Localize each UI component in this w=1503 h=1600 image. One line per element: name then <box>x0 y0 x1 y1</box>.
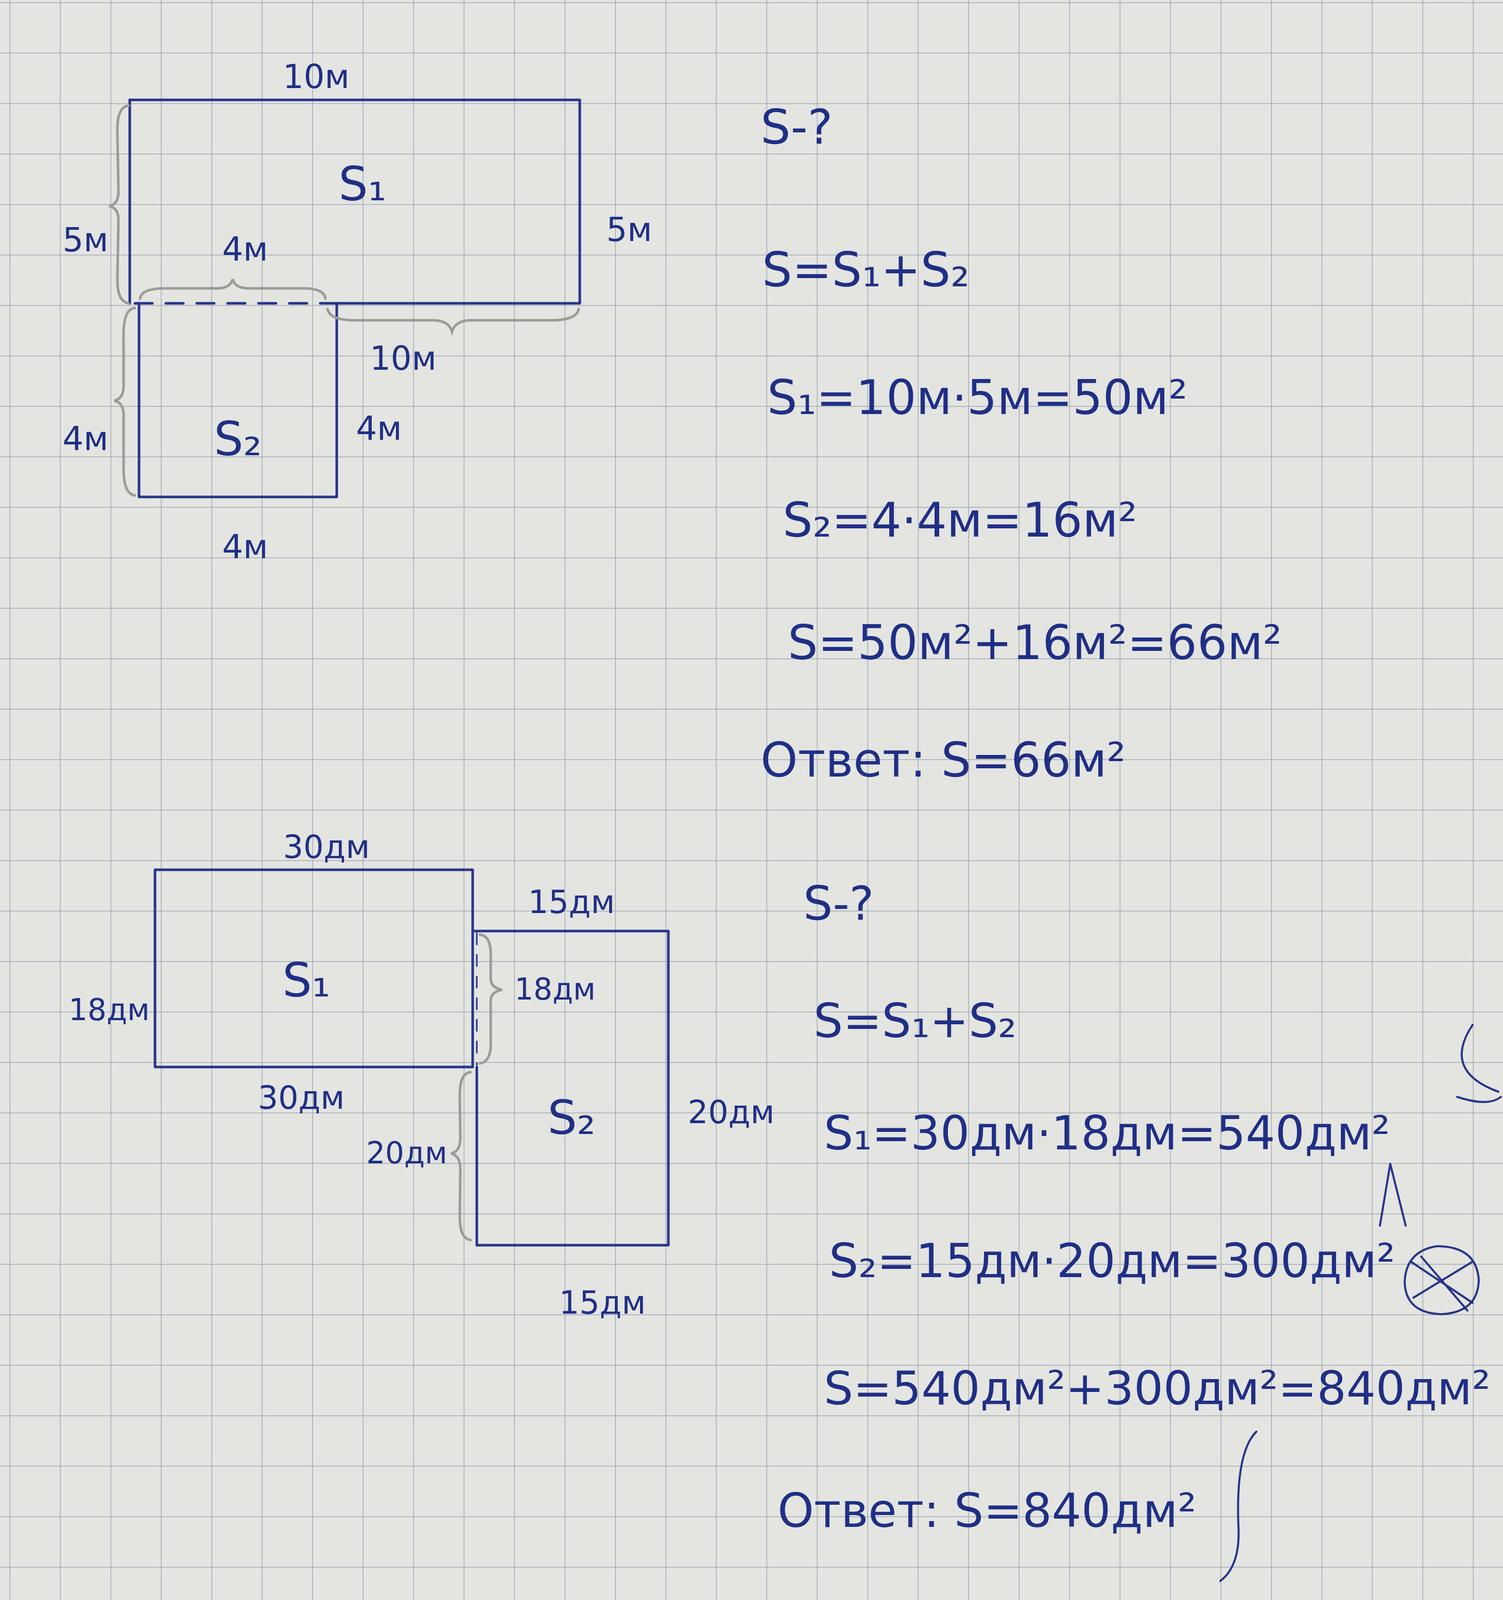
area-name: S₂ <box>547 1092 596 1144</box>
rectangle-outline <box>129 99 580 304</box>
dashed-divider <box>476 933 478 1065</box>
area-region: S₁ <box>154 869 473 1067</box>
solution-line: S₁=10м·5м=50м² <box>767 371 1188 424</box>
rectangle-outline <box>128 99 132 304</box>
solution-line: S₂=15дм·20дм=300дм² <box>828 1235 1396 1287</box>
scribble <box>1404 1246 1479 1315</box>
dimension-label: 18дм <box>514 973 596 1007</box>
node-text-group: S₁ <box>338 158 387 210</box>
solution-line: S₁=30дм·18дм=540дм² <box>823 1107 1391 1159</box>
solution-line: S-? <box>760 101 833 154</box>
dimension-label: 4м <box>222 231 269 268</box>
dimension-label: 4м <box>222 528 269 565</box>
dimension-label: 10м <box>282 58 350 95</box>
node-text-group: S₂ <box>213 413 262 465</box>
brace <box>109 105 129 304</box>
rectangle-outline <box>154 869 473 1067</box>
scribble <box>1379 1163 1406 1226</box>
area-region: S₂ <box>139 303 337 497</box>
area-region: S₁ <box>129 99 580 304</box>
solution-line: S₂=4·4м=16м² <box>782 494 1138 547</box>
rectangle-outline <box>472 930 669 1246</box>
brace <box>114 307 135 496</box>
square-outline <box>139 303 337 497</box>
dimension-label: 15дм <box>559 1285 647 1321</box>
dimension-label: 30дм <box>257 1080 345 1116</box>
dashed-divider <box>134 302 327 305</box>
area-name: S₁ <box>282 954 331 1006</box>
dimension-label: 15дм <box>528 884 616 920</box>
scribble <box>1457 1024 1501 1102</box>
dimension-label: 4м <box>356 410 403 447</box>
dimension-label: 4м <box>62 420 109 457</box>
solution-line: S=S₁+S₂ <box>813 995 1017 1047</box>
dimension-label: 10м <box>369 340 437 377</box>
dimension-label: 18дм <box>68 993 150 1027</box>
answer-line: Ответ: S=66м² <box>760 734 1127 787</box>
solution-line: S-? <box>803 877 874 929</box>
solution-line: S=540дм²+300дм²=840дм² <box>823 1362 1491 1414</box>
brace <box>451 1072 471 1240</box>
bracket-stroke <box>1220 1431 1257 1581</box>
dimension-label: 20дм <box>687 1094 775 1130</box>
area-name: S₁ <box>338 158 387 210</box>
brace <box>140 279 326 299</box>
brace <box>327 308 579 332</box>
dimension-label: 5м <box>606 211 653 248</box>
dimension-label: 5м <box>62 221 109 258</box>
dimension-label: 30дм <box>283 829 371 865</box>
brace <box>479 934 503 1064</box>
area-name: S₂ <box>213 413 262 465</box>
solution-line: S=50м²+16м²=66м² <box>787 616 1283 669</box>
dimension-label: 20дм <box>366 1136 448 1170</box>
answer-line: Ответ: S=840дм² <box>777 1484 1197 1536</box>
solution-line: S=S₁+S₂ <box>762 244 970 297</box>
node-text-group: S₁ <box>282 954 331 1006</box>
node-text-group: S₂ <box>547 1092 596 1144</box>
